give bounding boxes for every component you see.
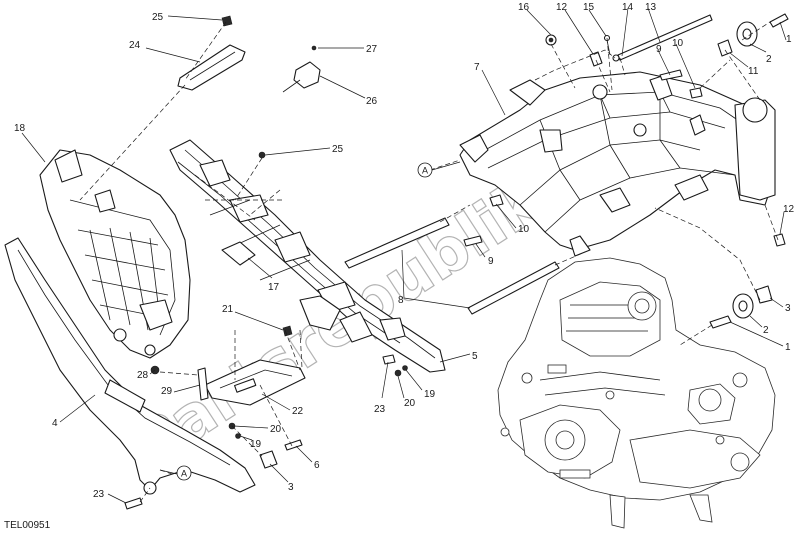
bolt-1-low <box>709 315 732 329</box>
callout-27: 27 <box>366 44 378 55</box>
callout-9: 9 <box>656 44 662 55</box>
screw-19-right <box>402 365 408 371</box>
reference-marker-bottom: A <box>159 465 192 481</box>
callout-7: 7 <box>474 62 480 73</box>
long-bolt-8a <box>344 217 450 269</box>
callout-23: 23 <box>374 404 386 415</box>
callout-29: 29 <box>161 386 173 397</box>
callout-16: 16 <box>518 2 530 13</box>
screw-27 <box>311 45 317 51</box>
callout-19: 19 <box>250 439 262 450</box>
screw-19 <box>235 433 241 439</box>
rear-subframe-5 <box>169 139 446 373</box>
screw-21 <box>282 325 293 337</box>
callout-17: 17 <box>268 282 280 293</box>
small-parts <box>124 15 408 510</box>
callout-12: 12 <box>783 204 795 215</box>
callout-24: 24 <box>129 40 141 51</box>
callout-14: 14 <box>622 2 634 13</box>
engine-block <box>497 257 776 529</box>
bolt-23-left <box>124 497 143 510</box>
callout-20: 20 <box>404 398 416 409</box>
callout-20: 20 <box>270 424 282 435</box>
bolt-10-low <box>489 194 504 207</box>
callout-11: 11 <box>748 66 759 77</box>
leader-lines <box>21 7 787 504</box>
callout-1: 1 <box>785 342 791 353</box>
callout-6: 6 <box>314 460 320 471</box>
bolt-10-top <box>689 87 703 99</box>
nut-12 <box>589 51 603 67</box>
callout-3: 3 <box>288 482 294 493</box>
spacer-11 <box>717 39 733 57</box>
reference-marker-top: A <box>417 161 461 178</box>
callout-18: 18 <box>14 123 26 134</box>
screw-25-mid <box>258 151 266 159</box>
callout-2: 2 <box>766 54 772 65</box>
callout-1: 1 <box>786 34 792 45</box>
bolt-9-low <box>463 235 483 247</box>
airbox-tray-18 <box>39 149 191 359</box>
callout-13: 13 <box>645 2 657 13</box>
callout-3: 3 <box>785 303 791 314</box>
long-bolt-8b <box>467 261 560 315</box>
callout-labels: 25 24 27 26 18 25 17 21 22 28 29 20 19 6… <box>14 2 795 500</box>
callout-9: 9 <box>488 256 494 267</box>
bolt-23-right <box>382 354 396 365</box>
washer-20-right <box>394 369 402 377</box>
clip-26 <box>293 61 321 89</box>
callout-25: 25 <box>152 12 164 23</box>
undertray-22 <box>204 359 306 406</box>
callout-21: 21 <box>222 304 234 315</box>
callout-23: 23 <box>93 489 105 500</box>
bolt-6 <box>284 439 303 451</box>
callout-12: 12 <box>556 2 568 13</box>
callout-26: 26 <box>366 96 378 107</box>
bracket-24 <box>177 44 246 91</box>
pad-17 <box>221 241 256 266</box>
callout-10: 10 <box>518 224 530 235</box>
callout-22: 22 <box>292 406 304 417</box>
frame-hardware <box>344 13 789 329</box>
assembly-lines <box>79 21 779 503</box>
spacer-3 <box>755 285 773 304</box>
spacer-3-left <box>259 450 278 469</box>
callout-5: 5 <box>472 351 478 362</box>
screw-25-top <box>221 15 233 27</box>
strap-29 <box>197 367 209 401</box>
callout-28: 28 <box>137 370 149 381</box>
long-bolt-13 <box>617 14 713 61</box>
bolt-1 <box>769 13 789 28</box>
callout-10: 10 <box>672 38 684 49</box>
main-frame-7 <box>459 71 776 257</box>
reference-marker-label: A <box>181 469 187 479</box>
callout-15: 15 <box>583 2 595 13</box>
nut-12-right <box>773 233 786 247</box>
callout-25: 25 <box>332 144 344 155</box>
bolt-9-top <box>659 69 683 81</box>
side-panel-4 <box>4 237 256 495</box>
reference-marker-label: A <box>422 166 428 176</box>
callout-2: 2 <box>763 325 769 336</box>
callout-4: 4 <box>52 418 58 429</box>
callout-19: 19 <box>424 389 436 400</box>
diagram-code: TEL00951 <box>4 520 51 531</box>
callout-8: 8 <box>398 295 404 306</box>
